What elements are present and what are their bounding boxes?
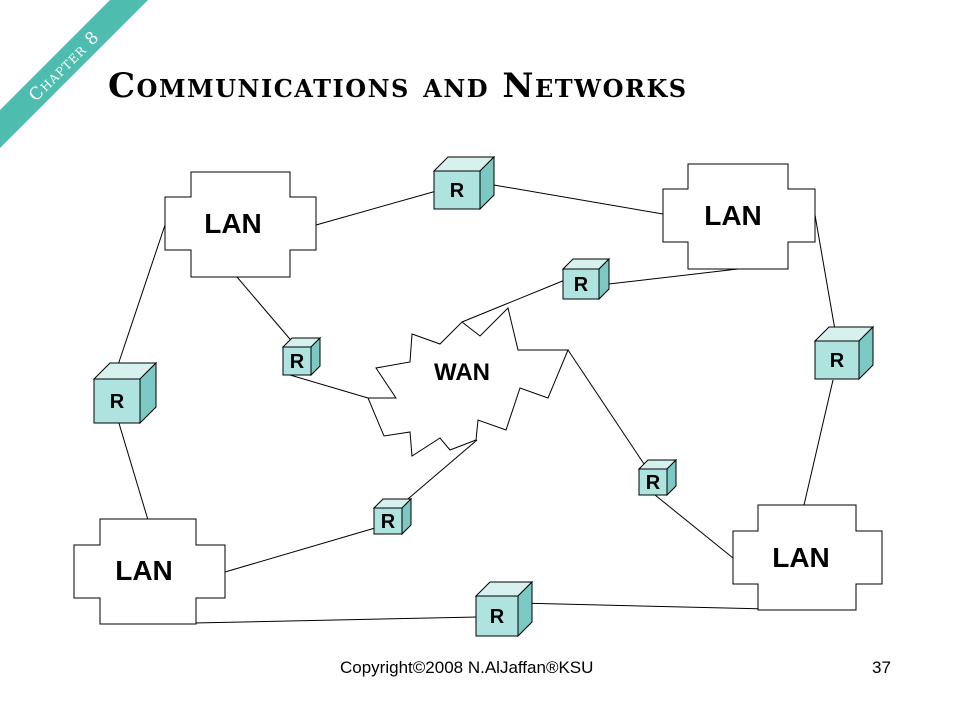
lan-top-right: LAN xyxy=(662,163,816,270)
copyright-footer: Copyright©2008 N.AlJaffan®KSU xyxy=(340,658,594,677)
router-lower-right: R xyxy=(637,458,678,497)
slide-title: Communications and Networks xyxy=(108,66,688,106)
router-label: R xyxy=(830,350,845,372)
page-number: 37 xyxy=(872,658,891,677)
router-label: R xyxy=(450,180,465,202)
link-router-top-lan-tr xyxy=(493,184,664,215)
router-front-face xyxy=(562,268,600,300)
link-router-lc-lan-bl xyxy=(224,527,376,573)
chapter-label: Chapter 8 xyxy=(25,27,104,106)
router-label: R xyxy=(381,511,396,533)
router-lower-center: R xyxy=(372,497,413,536)
router-left: R xyxy=(92,361,158,425)
router-top: R xyxy=(432,155,496,211)
router-front-face xyxy=(93,378,141,424)
link-router-cl-wan xyxy=(289,374,369,399)
router-right: R xyxy=(813,325,875,381)
router-label: R xyxy=(490,606,505,628)
lan-bottom-right: LAN xyxy=(732,504,883,611)
router-front-face xyxy=(475,595,519,637)
wan-shape xyxy=(367,307,569,457)
lan-top-left: LAN xyxy=(164,171,317,278)
link-router-right-lan-br xyxy=(803,379,834,506)
lan-label: LAN xyxy=(772,542,830,573)
wan-cloud: WAN xyxy=(367,307,569,457)
link-router-left-lan-bl xyxy=(117,419,149,521)
chapter-banner-stripe xyxy=(0,0,148,148)
lan-label: LAN xyxy=(115,555,173,586)
link-wan-router-lc xyxy=(394,439,478,511)
lan-shape xyxy=(662,163,816,270)
lan-shape xyxy=(164,171,317,278)
router-front-face xyxy=(638,468,668,496)
router-label: R xyxy=(110,391,125,413)
router-label: R xyxy=(574,274,589,296)
link-router-lr-lan-br xyxy=(654,494,734,559)
router-label: R xyxy=(290,351,305,373)
lan-label: LAN xyxy=(204,208,262,239)
lan-shape xyxy=(73,518,226,625)
link-lan-tl-router-left xyxy=(117,224,166,366)
router-bottom: R xyxy=(474,580,534,638)
link-lan-bl-router-bottom xyxy=(144,616,479,625)
router-upper-center: R xyxy=(561,257,611,301)
lan-bottom-left: LAN xyxy=(73,518,226,625)
link-router-uc-lan-tr xyxy=(599,268,739,286)
link-lan-tl-router-top xyxy=(315,189,441,226)
link-wan-router-uc xyxy=(461,279,566,323)
routers: R R R R R R R R xyxy=(92,155,875,638)
router-label: R xyxy=(646,472,661,494)
router-front-face xyxy=(373,507,403,535)
lan-shape xyxy=(732,504,883,611)
router-front-face xyxy=(814,340,860,380)
router-front-face xyxy=(433,170,481,210)
connections xyxy=(117,184,836,625)
wan-label: WAN xyxy=(434,359,490,386)
lan-label: LAN xyxy=(704,200,762,231)
link-lan-tr-router-right xyxy=(814,214,836,331)
link-lan-tl-router-cl xyxy=(236,276,296,346)
router-center-left: R xyxy=(281,336,322,377)
link-wan-router-lr xyxy=(567,349,649,471)
router-front-face xyxy=(282,346,312,376)
